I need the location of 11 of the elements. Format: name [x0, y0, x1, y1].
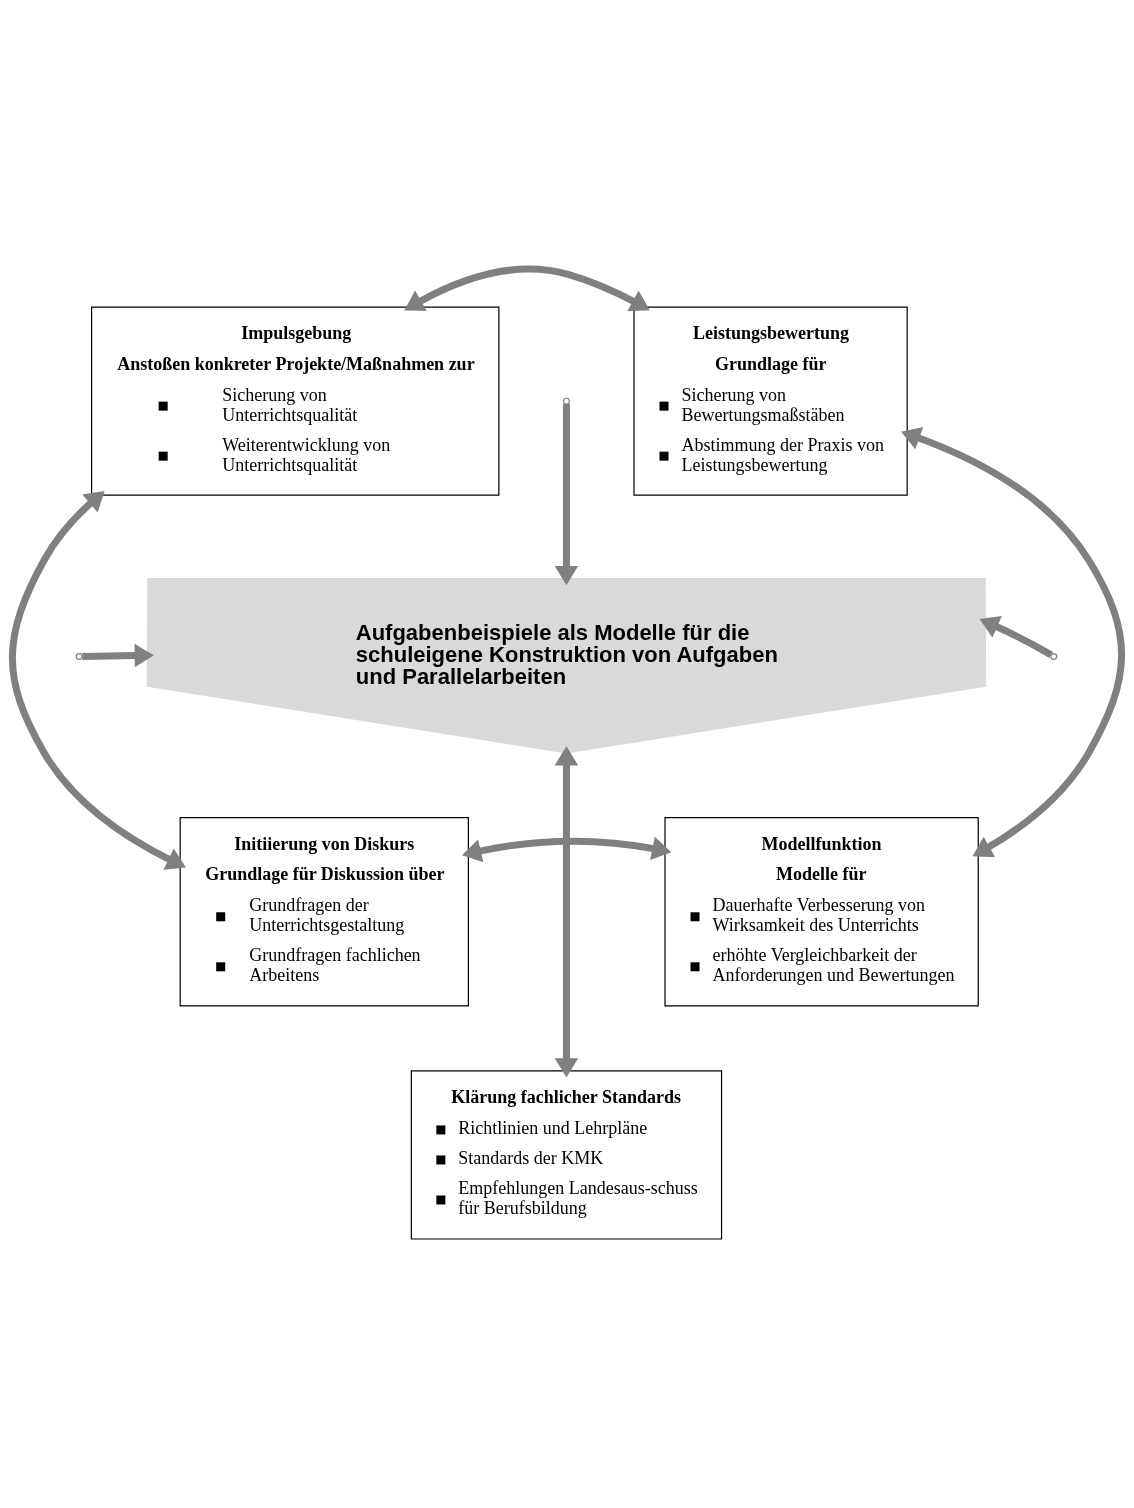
node-box: Initiierung von Diskurs Grundlage für Diskussion über Grundfragen der Unterrichtsgestaltung Grundfragen fachlichen Arbeitens [179, 817, 469, 1007]
arrow [979, 616, 1053, 658]
arrow [404, 265, 650, 312]
node-box: Leistungsbewertung Grundlage für Sicherung von Bewertungsmaßstäben Abstimmung der Praxis von Leistungsbewertung [633, 306, 908, 496]
arrow [8, 491, 186, 870]
node-box: Modellfunktion Modelle für Dauerhafte Verbesserung von Wirksamkeit des Unterrichts erhöhte Vergleichbarkeit der Anforderungen und Bewertungen [664, 817, 979, 1007]
node-box: Impulsgebung Anstoßen konkreter Projekte/Maßnahmen zur Sicherung von Unterrichtsqualität Weiterentwicklung von Unterrichtsqualität [91, 306, 500, 496]
node-box: Klärung fachlicher Standards Richtlinien und Lehrpläne Standards der KMK Empfehlungen Landesaus-schuss für Berufsbildung [410, 1070, 723, 1240]
arrow [462, 836, 672, 863]
arrow [901, 426, 1125, 858]
arrow [554, 746, 579, 1078]
